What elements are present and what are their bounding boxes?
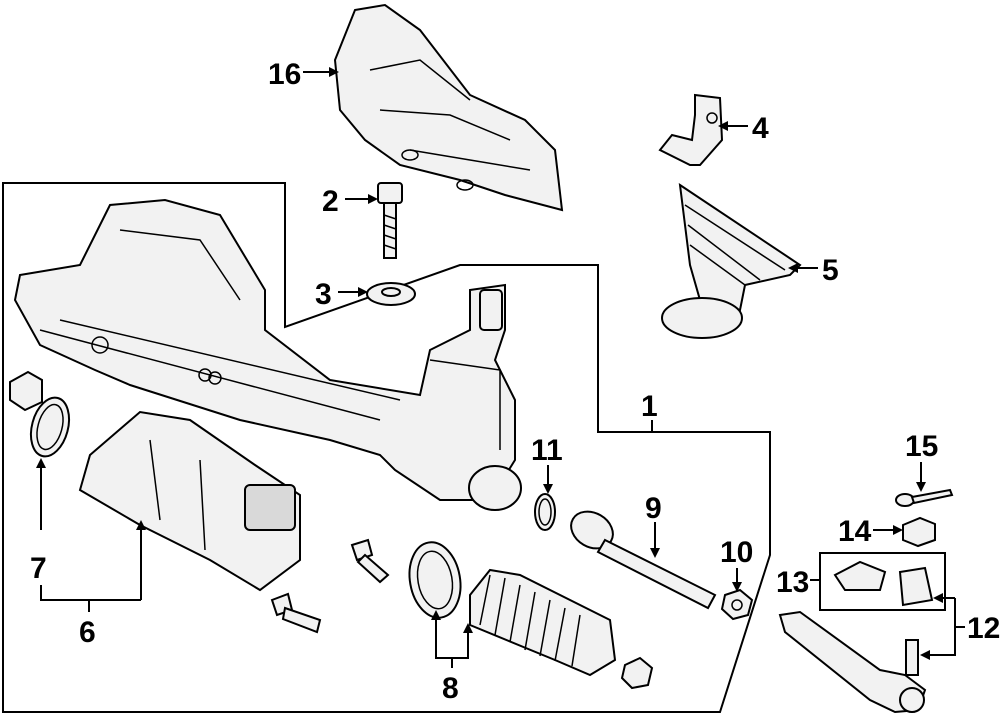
callout-9: 9: [645, 492, 662, 525]
small-bolt-part: [350, 538, 390, 584]
castle-nut-part: [902, 516, 936, 548]
small-nut-part: [9, 370, 43, 412]
bracket-part: [658, 93, 724, 166]
cotter-pin-part: [895, 488, 954, 507]
callout-10: 10: [720, 536, 753, 569]
leader-8-bracket: [435, 650, 469, 659]
motor-part: [78, 410, 301, 592]
callout-8: 8: [442, 672, 459, 705]
tie-rod-part: [570, 510, 717, 610]
bolt-part: [377, 182, 403, 259]
small-bolt-part-2: [270, 592, 322, 634]
kit-box: [819, 552, 946, 611]
callout-12: 12: [967, 612, 1000, 645]
callout-3: 3: [315, 278, 332, 311]
callout-11: 11: [531, 434, 563, 467]
callout-5: 5: [822, 254, 839, 287]
washer-part: [366, 282, 416, 306]
grommet-part: [661, 182, 802, 339]
boot-clip-part: [620, 656, 654, 690]
leader-12-bracket: [935, 598, 956, 656]
callout-14: 14: [838, 515, 872, 548]
callout-7: 7: [30, 552, 47, 585]
callout-6: 6: [79, 616, 96, 649]
callout-13: 13: [776, 566, 809, 599]
callout-1: 1: [641, 390, 658, 423]
heat-shield-part: [333, 3, 564, 212]
rack-boot-part: [469, 568, 617, 677]
clamp-ring-part: [408, 541, 462, 619]
lock-nut-part: [720, 588, 754, 621]
leader-6-bracket: [40, 585, 141, 601]
callout-4: 4: [752, 112, 769, 145]
callout-15: 15: [905, 430, 938, 463]
callout-16: 16: [268, 58, 301, 91]
o-ring-part: [29, 396, 71, 458]
assembly-outline: [2, 182, 771, 713]
callout-2: 2: [322, 185, 339, 218]
tie-rod-end-part: [778, 610, 927, 714]
circlip-part: [534, 493, 556, 531]
steering-rack-part: [13, 198, 522, 511]
